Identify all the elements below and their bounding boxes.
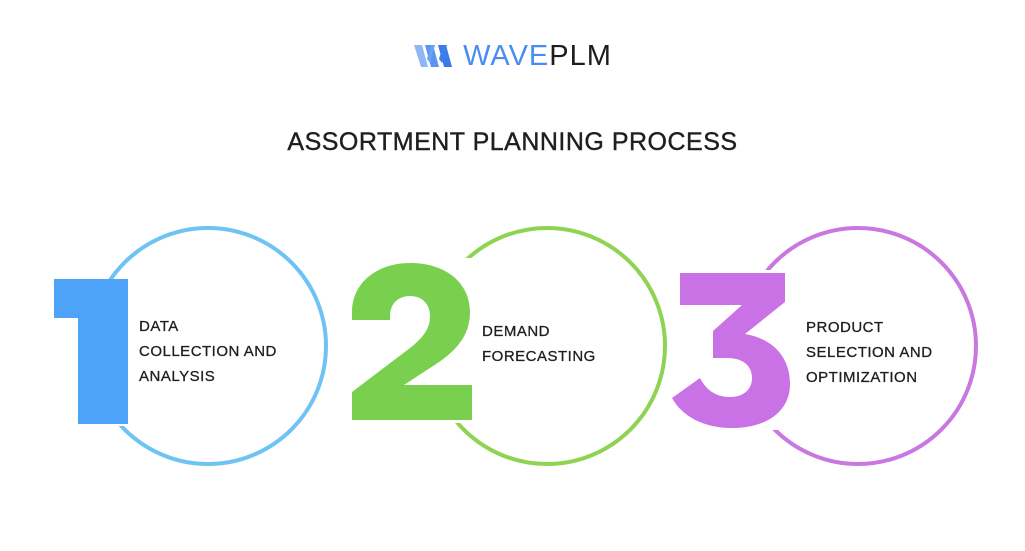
page-title: ASSORTMENT PLANNING PROCESS	[287, 128, 738, 156]
brand-name-wave: WAVE	[463, 39, 550, 72]
brand-logo: WAVEPLM	[0, 36, 1025, 76]
step-3-number	[672, 270, 792, 430]
step-2-label: DEMAND FORECASTING	[482, 323, 596, 365]
wave-w-logo-icon	[414, 45, 453, 67]
brand-name: WAVEPLM	[463, 39, 612, 72]
step-3-label: PRODUCT SELECTION AND OPTIMIZATION	[806, 319, 933, 386]
step-2-number	[345, 258, 475, 423]
step-1-label: DATA COLLECTION AND ANALYSIS	[139, 318, 277, 385]
brand-name-plm: PLM	[549, 39, 612, 72]
step-1-number	[54, 279, 130, 426]
